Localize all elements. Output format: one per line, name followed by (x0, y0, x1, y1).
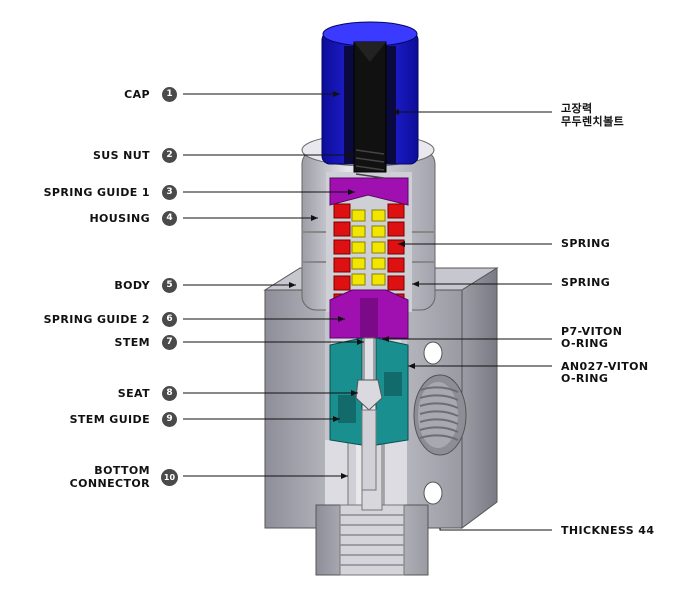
stem-and-seat (355, 337, 383, 491)
callout-number-6: 6 (162, 312, 177, 327)
label-bottom-connector-line1: BOTTOM (94, 464, 150, 477)
label-spring-1: SPRING (561, 237, 611, 250)
label-sus-nut: SUS NUT (92, 149, 150, 162)
callout-number-10: 10 (161, 469, 178, 486)
label-stem: STEM (114, 336, 150, 349)
label-bottom-connector-line2: CONNECTOR (69, 477, 150, 490)
callout-number-4: 4 (162, 211, 177, 226)
spring-guide-2 (329, 289, 409, 339)
label-cap: CAP (124, 88, 150, 101)
label-spring-guide-2: SPRING GUIDE 2 (43, 313, 150, 326)
left-leaders (183, 93, 364, 477)
right-leaders (382, 111, 552, 531)
label-an027-viton-line2: O-RING (561, 372, 609, 385)
label-stem-guide: STEM GUIDE (69, 413, 150, 426)
label-p7-viton-line1: P7-VITON (561, 325, 623, 338)
callout-number-9: 9 (162, 412, 177, 427)
label-housing: HOUSING (89, 212, 150, 225)
label-high-tensile-bolt-line2: 무두렌치볼트 (561, 115, 625, 128)
spring-guide-1 (329, 177, 409, 206)
label-an027-viton-line1: AN027-VITON (561, 360, 649, 373)
callout-number-2: 2 (162, 148, 177, 163)
callout-number-8: 8 (162, 386, 177, 401)
label-high-tensile-bolt-line1: 고장력 (561, 102, 593, 115)
callout-number-7: 7 (162, 335, 177, 350)
arrowheads (289, 91, 419, 479)
label-p7-viton-line2: O-RING (561, 337, 609, 350)
label-body: BODY (114, 279, 150, 292)
callout-number-3: 3 (162, 185, 177, 200)
sus-nut-bolt (353, 41, 387, 179)
callout-number-1: 1 (162, 87, 177, 102)
label-spring-guide-1: SPRING GUIDE 1 (43, 186, 150, 199)
yellow-spring (351, 209, 386, 286)
label-spring-2: SPRING (561, 276, 611, 289)
callout-number-5: 5 (162, 278, 177, 293)
label-thickness: THICKNESS 44 (561, 524, 655, 537)
label-seat: SEAT (117, 387, 150, 400)
